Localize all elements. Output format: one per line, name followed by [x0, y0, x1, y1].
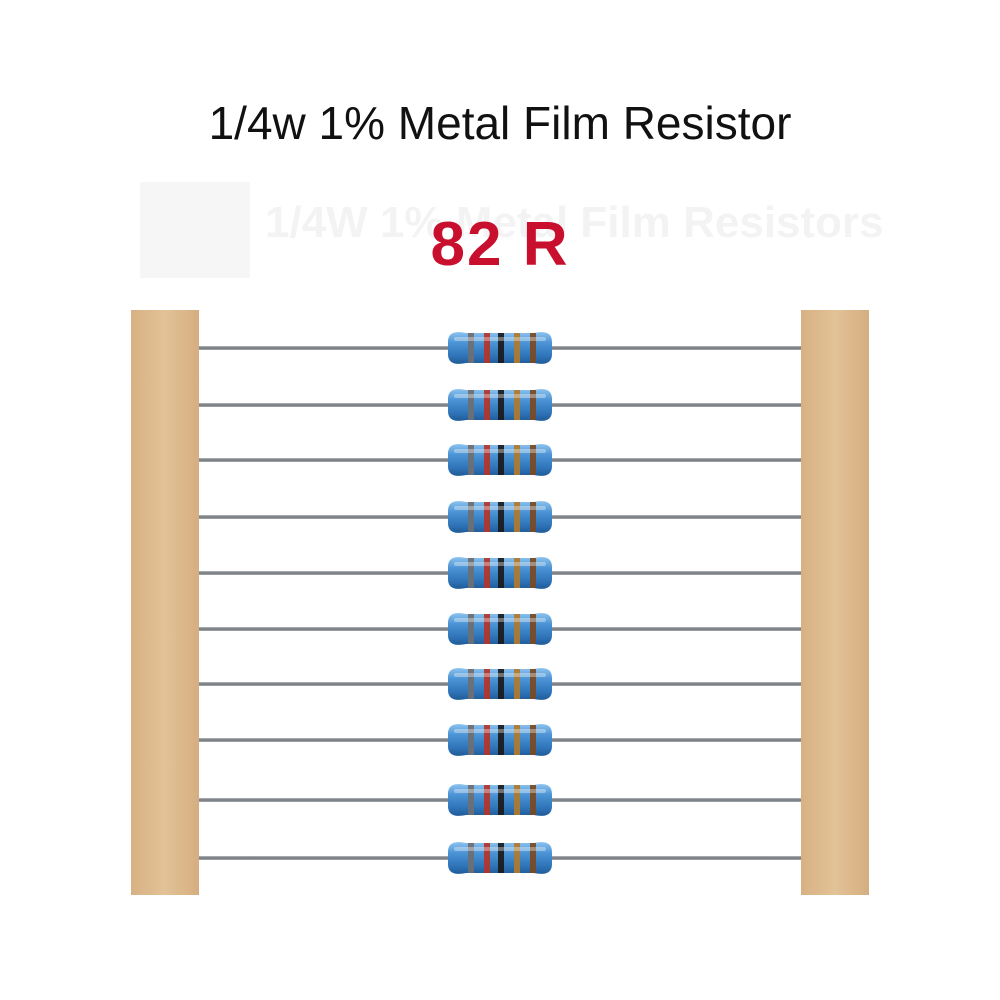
color-band-red — [484, 669, 490, 699]
color-band-red — [484, 445, 490, 475]
color-band-brown — [530, 785, 536, 815]
color-band-gold — [514, 333, 520, 363]
resistor — [448, 842, 552, 874]
color-band-red — [484, 558, 490, 588]
color-band-black — [498, 843, 504, 873]
color-band-black — [498, 445, 504, 475]
color-band-black — [498, 558, 504, 588]
color-band-red — [484, 785, 490, 815]
color-band-gray — [468, 669, 474, 699]
color-band-gray — [468, 614, 474, 644]
color-band-black — [498, 785, 504, 815]
color-band-gray — [468, 445, 474, 475]
color-band-gray — [468, 843, 474, 873]
color-band-black — [498, 333, 504, 363]
color-band-black — [498, 614, 504, 644]
color-band-brown — [530, 669, 536, 699]
color-band-brown — [530, 333, 536, 363]
body-highlight — [454, 673, 546, 677]
color-band-black — [498, 669, 504, 699]
resistor — [448, 389, 552, 421]
color-band-brown — [530, 502, 536, 532]
body-highlight — [454, 506, 546, 510]
resistor — [448, 332, 552, 364]
resistance-value-label: 82 R — [430, 210, 570, 279]
color-band-brown — [530, 390, 536, 420]
color-band-black — [498, 725, 504, 755]
left-tape — [131, 310, 199, 895]
resistor — [448, 784, 552, 816]
color-band-gray — [468, 333, 474, 363]
color-band-gold — [514, 785, 520, 815]
resistor — [448, 444, 552, 476]
color-band-gray — [468, 558, 474, 588]
resistor — [448, 557, 552, 589]
body-highlight — [454, 729, 546, 733]
color-band-red — [484, 843, 490, 873]
color-band-gold — [514, 558, 520, 588]
color-band-red — [484, 614, 490, 644]
watermark-text: 1/4W 1% Metal Film Resistors — [265, 198, 884, 247]
color-band-gray — [468, 502, 474, 532]
body-highlight — [454, 562, 546, 566]
color-band-gold — [514, 445, 520, 475]
color-band-black — [498, 502, 504, 532]
color-band-gold — [514, 502, 520, 532]
color-band-red — [484, 725, 490, 755]
resistor — [448, 668, 552, 700]
color-band-red — [484, 502, 490, 532]
color-band-gold — [514, 725, 520, 755]
color-band-gold — [514, 614, 520, 644]
color-band-gold — [514, 390, 520, 420]
color-band-gold — [514, 669, 520, 699]
body-highlight — [454, 618, 546, 622]
watermark-logo: 1/4W 1% Metal Film Resistors — [140, 182, 884, 278]
right-tape — [801, 310, 869, 895]
color-band-brown — [530, 445, 536, 475]
body-highlight — [454, 394, 546, 398]
color-band-gray — [468, 390, 474, 420]
body-highlight — [454, 847, 546, 851]
color-band-gold — [514, 843, 520, 873]
resistor — [448, 724, 552, 756]
body-highlight — [454, 337, 546, 341]
color-band-black — [498, 390, 504, 420]
body-highlight — [454, 789, 546, 793]
color-band-gray — [468, 785, 474, 815]
resistor — [448, 501, 552, 533]
resistor — [448, 613, 552, 645]
color-band-brown — [530, 843, 536, 873]
color-band-brown — [530, 558, 536, 588]
body-highlight — [454, 449, 546, 453]
color-band-red — [484, 333, 490, 363]
color-band-red — [484, 390, 490, 420]
color-band-brown — [530, 725, 536, 755]
product-title: 1/4w 1% Metal Film Resistor — [208, 97, 792, 149]
color-band-gray — [468, 725, 474, 755]
color-band-brown — [530, 614, 536, 644]
